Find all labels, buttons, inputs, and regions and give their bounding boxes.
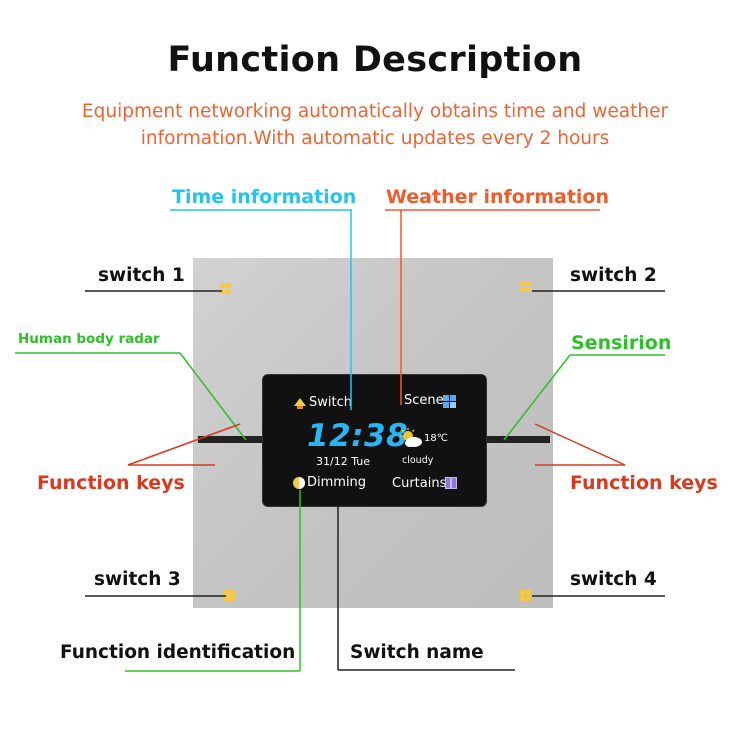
screen-weather: cloudy bbox=[402, 455, 434, 466]
label-switch-2: switch 2 bbox=[570, 265, 657, 286]
sun-cloud-icon bbox=[400, 428, 422, 447]
screen-scene-label[interactable]: Scene bbox=[404, 393, 444, 408]
switch-3-indicator-icon[interactable] bbox=[224, 590, 235, 601]
screen-curtains-label[interactable]: Curtains bbox=[392, 476, 447, 491]
curtains-icon bbox=[445, 477, 457, 489]
label-human-body-radar: Human body radar bbox=[18, 331, 160, 347]
subtitle-line-1: Equipment networking automatically obtai… bbox=[81, 101, 669, 122]
label-time-information: Time information bbox=[172, 186, 357, 208]
screen-time: 12:38 bbox=[307, 418, 409, 454]
function-key-right[interactable] bbox=[486, 436, 550, 443]
screen-dimming-label[interactable]: Dimming bbox=[307, 475, 367, 490]
screen-switch-label[interactable]: Switch bbox=[309, 395, 352, 410]
label-function-keys-left: Function keys bbox=[37, 472, 185, 494]
subtitle-line-2: information.With automatic updates every… bbox=[140, 128, 610, 149]
dimming-icon bbox=[293, 477, 305, 489]
scene-grid-icon bbox=[443, 395, 456, 408]
page-title: Function Description bbox=[167, 40, 583, 80]
label-switch-3: switch 3 bbox=[94, 569, 181, 590]
switch-4-indicator-icon[interactable] bbox=[520, 590, 531, 601]
label-switch-4: switch 4 bbox=[570, 569, 657, 590]
screen-temperature: 18℃ bbox=[424, 433, 448, 444]
switch-1-indicator-icon[interactable] bbox=[220, 283, 231, 294]
label-switch-name: Switch name bbox=[350, 642, 484, 663]
switch-2-indicator-icon[interactable] bbox=[520, 281, 531, 292]
label-function-keys-right: Function keys bbox=[570, 472, 718, 494]
lamp-icon bbox=[294, 398, 306, 409]
function-key-left[interactable] bbox=[198, 436, 262, 443]
screen-date: 31/12 Tue bbox=[316, 455, 370, 468]
label-function-identification: Function identification bbox=[60, 642, 296, 663]
subtitle: Equipment networking automatically obtai… bbox=[20, 98, 730, 152]
label-sensirion: Sensirion bbox=[571, 332, 672, 354]
label-switch-1: switch 1 bbox=[98, 265, 185, 286]
label-weather-information: Weather information bbox=[386, 186, 609, 208]
